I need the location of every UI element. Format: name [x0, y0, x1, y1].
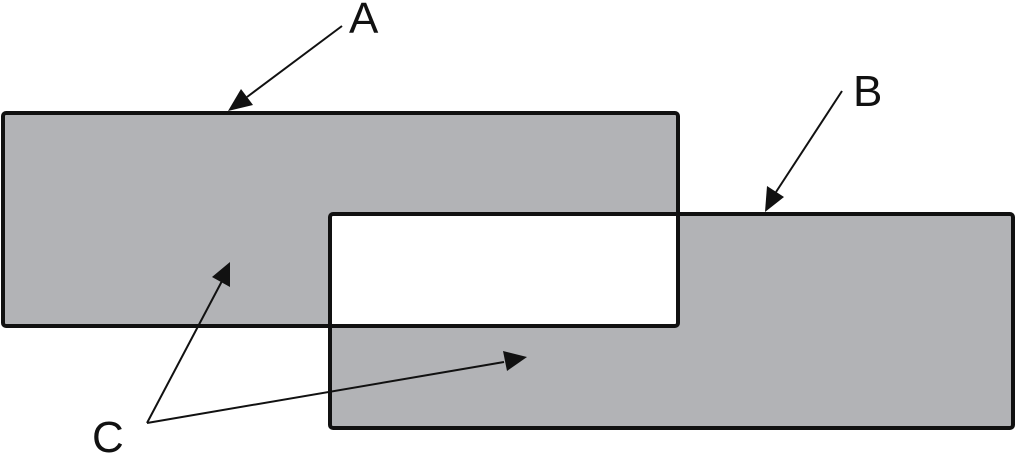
- leader-line-a: [246, 25, 343, 98]
- label-b: B: [853, 67, 882, 116]
- leader-line-c-right: [146, 361, 505, 424]
- rectangle-a-outline: [1, 111, 680, 328]
- region-a-only: [3, 113, 678, 326]
- arrowhead-c-right: [503, 351, 527, 371]
- label-a: A: [349, 0, 379, 43]
- region-b-only: [330, 214, 1013, 428]
- leader-line-b: [775, 90, 843, 193]
- leader-line-c-up: [146, 280, 223, 424]
- rectangle-b-outline: [328, 212, 1015, 430]
- label-c: C: [92, 413, 124, 454]
- arrowhead-b: [765, 186, 784, 212]
- intersection-region: [330, 214, 678, 326]
- arrowhead-a: [228, 89, 253, 111]
- arrowhead-c-up: [212, 262, 230, 287]
